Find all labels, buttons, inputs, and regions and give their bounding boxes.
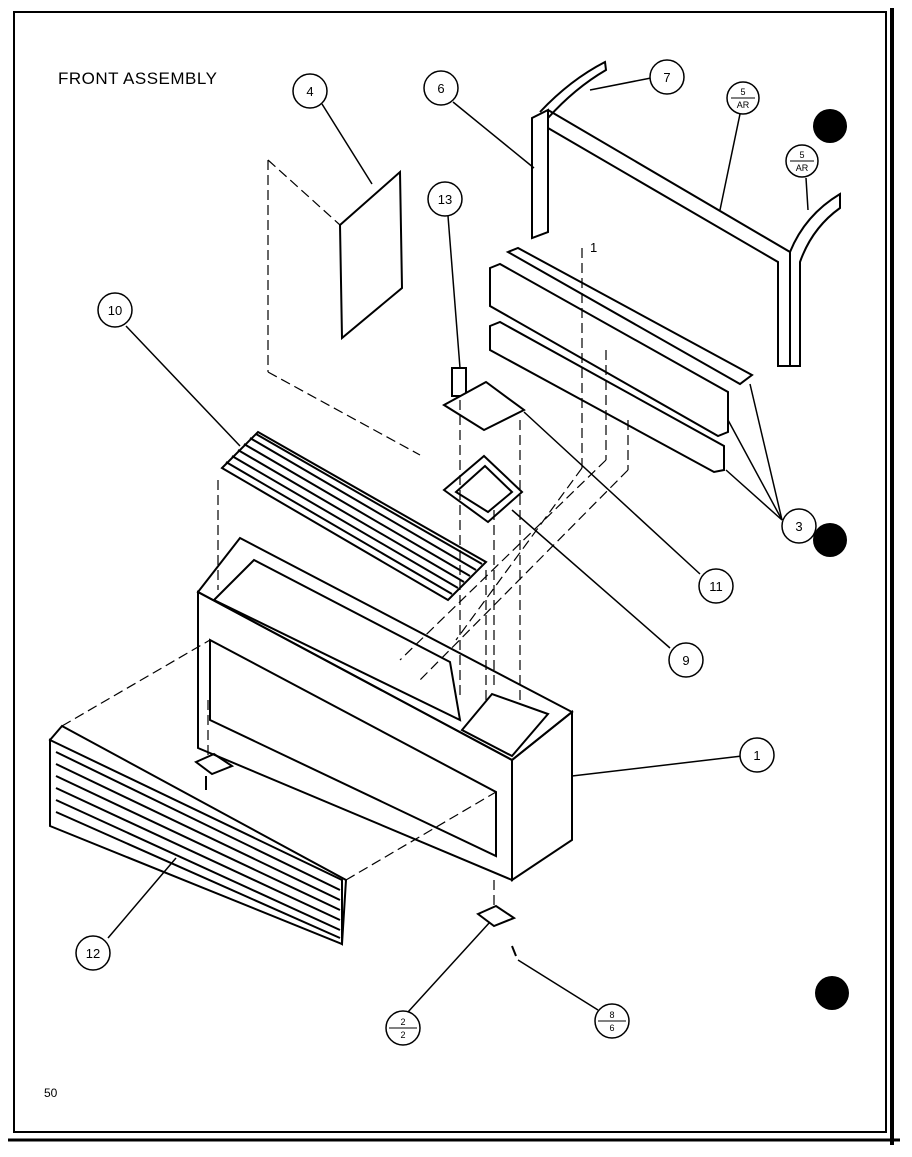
svg-text:2: 2 xyxy=(400,1030,405,1040)
part-10-grille xyxy=(220,430,488,602)
callout-6: 6 xyxy=(423,70,459,106)
callout-1: 1 xyxy=(739,737,775,773)
svg-text:8: 8 xyxy=(609,1010,614,1020)
part-1-cabinet xyxy=(196,536,574,882)
page-number: 50 xyxy=(44,1086,58,1100)
fraction-callout-5-ar-b: 5 AR xyxy=(785,144,819,178)
svg-text:13: 13 xyxy=(438,192,452,207)
svg-text:5: 5 xyxy=(740,87,745,97)
svg-text:11: 11 xyxy=(709,579,723,594)
part-12-front-grille xyxy=(48,639,497,946)
svg-text:6: 6 xyxy=(609,1023,614,1033)
binder-hole-middle xyxy=(813,523,847,557)
svg-text:3: 3 xyxy=(795,519,802,534)
callout-11: 11 xyxy=(698,568,734,604)
callout-9: 9 xyxy=(668,642,704,678)
part-9-frame xyxy=(442,454,524,524)
svg-text:10: 10 xyxy=(108,303,122,318)
binder-hole-bottom xyxy=(815,976,849,1010)
part-clips xyxy=(194,752,517,957)
callout-13: 13 xyxy=(427,181,463,217)
callout-12: 12 xyxy=(75,935,111,971)
svg-text:9: 9 xyxy=(682,653,689,668)
line-label-1: 1 xyxy=(590,240,597,255)
svg-text:6: 6 xyxy=(437,81,444,96)
fraction-callout-5-ar-a: 5 AR xyxy=(726,81,760,115)
part-3-strips xyxy=(489,246,754,474)
page-frame xyxy=(13,11,887,1133)
svg-text:AR: AR xyxy=(737,100,750,110)
assembly-lines xyxy=(207,248,629,910)
callout-3: 3 xyxy=(781,508,817,544)
part-13-bracket xyxy=(442,367,526,432)
svg-text:1: 1 xyxy=(753,748,760,763)
callout-4: 4 xyxy=(292,73,328,109)
svg-text:12: 12 xyxy=(86,946,100,961)
part-6-frame xyxy=(531,60,841,367)
callout-7: 7 xyxy=(649,59,685,95)
svg-text:7: 7 xyxy=(663,70,670,85)
leader-lines xyxy=(107,77,809,1013)
svg-text:4: 4 xyxy=(306,84,313,99)
part-4-panel xyxy=(267,159,421,456)
diagram-title: FRONT ASSEMBLY xyxy=(58,69,217,88)
svg-text:2: 2 xyxy=(400,1017,405,1027)
fraction-callout-2-2: 2 2 xyxy=(385,1010,421,1046)
binder-hole-top xyxy=(813,109,847,143)
svg-text:5: 5 xyxy=(799,150,804,160)
callout-10: 10 xyxy=(97,292,133,328)
fraction-callout-8-6: 8 6 xyxy=(594,1003,630,1039)
svg-text:AR: AR xyxy=(796,163,809,173)
